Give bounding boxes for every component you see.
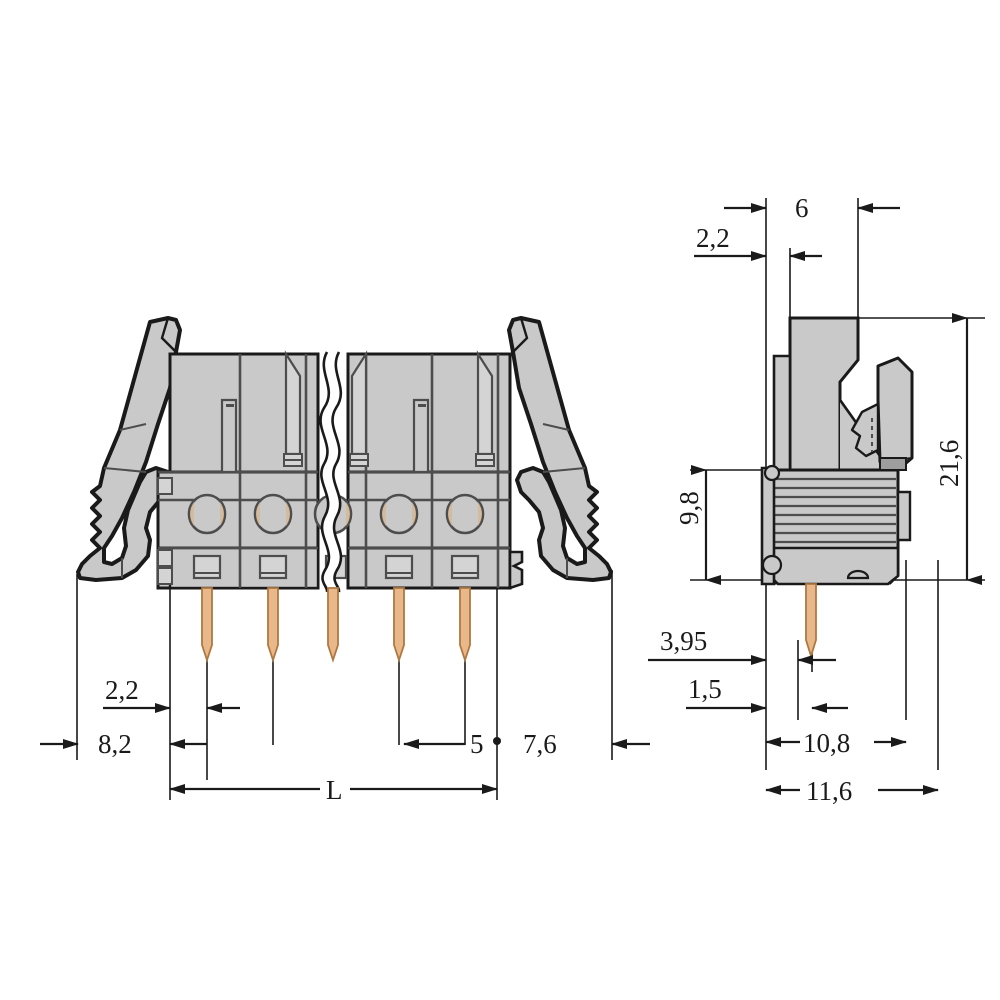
side-dim-9-8-label: 9,8: [674, 491, 704, 525]
side-dim-10-8: 10,8: [765, 728, 907, 758]
side-dim-6: 6: [724, 193, 900, 223]
right-lever: [507, 316, 613, 582]
housing-left-half: [156, 350, 320, 590]
side-dim-1-5: 1,5: [686, 674, 848, 713]
side-view: 2,2 6 21,6 9,8 3,95 1,5: [648, 193, 985, 806]
front-dim-7-6: 7,6: [523, 729, 650, 759]
side-dim-2-2: 2,2: [694, 223, 822, 261]
front-view: 2,2 8,2 5 7,6 L: [40, 316, 650, 805]
break-line: [319, 348, 343, 594]
side-dim-21-6-label: 21,6: [934, 440, 964, 487]
side-dim-3-95: 3,95: [648, 626, 836, 665]
front-dim-L-label: L: [326, 775, 343, 805]
side-solder-pin: [805, 583, 817, 660]
side-dim-3-95-label: 3,95: [660, 626, 707, 656]
front-dim-5-label: 5: [470, 729, 484, 759]
front-dim-8-2: 8,2: [40, 729, 207, 759]
side-dim-11-6-label: 11,6: [806, 776, 852, 806]
side-dim-11-6: 11,6: [765, 776, 939, 806]
front-dim-center-mark: [493, 737, 501, 745]
side-dim-21-6: 21,6: [934, 313, 982, 585]
side-body: [760, 316, 912, 586]
front-dim-7-6-label: 7,6: [523, 729, 557, 759]
front-dim-2-2-label: 2,2: [105, 675, 139, 705]
side-dim-2-2-label: 2,2: [696, 223, 730, 253]
side-dim-9-8: 9,8: [674, 465, 721, 585]
front-dim-2-2: 2,2: [103, 675, 240, 713]
front-dim-L: L: [169, 775, 498, 805]
side-dim-6-label: 6: [795, 193, 809, 223]
front-dim-8-2-label: 8,2: [98, 729, 132, 759]
side-dim-10-8-label: 10,8: [803, 728, 850, 758]
front-dim-5: 5: [403, 729, 501, 759]
side-dim-1-5-label: 1,5: [688, 674, 722, 704]
solder-pins: [201, 587, 471, 663]
side-latch-lever: [850, 356, 914, 472]
